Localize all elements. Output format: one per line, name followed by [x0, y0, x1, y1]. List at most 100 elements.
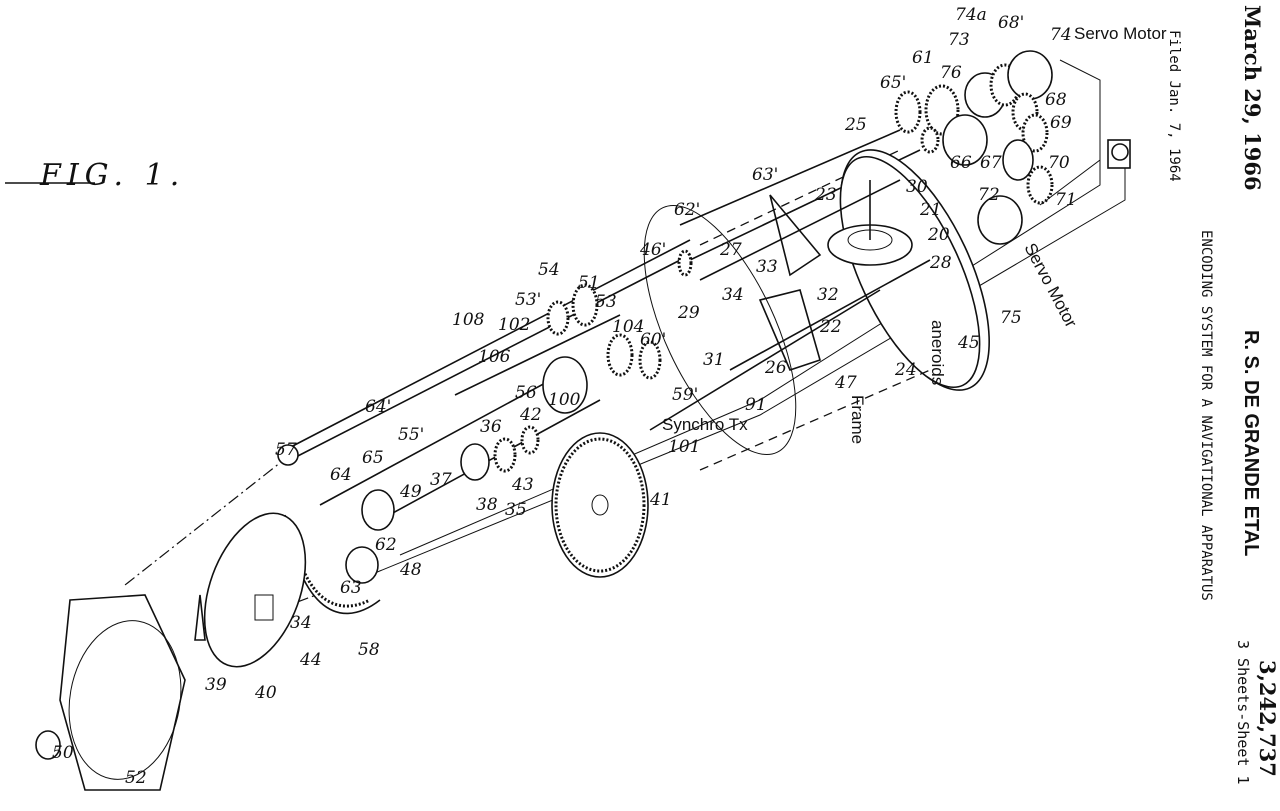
lower-mechanism	[35, 249, 693, 791]
ref-62p: 62'	[674, 200, 700, 220]
figure-label: FIG. 1.	[5, 158, 185, 193]
ref-34a: 34	[722, 285, 744, 305]
ref-27: 27	[719, 240, 742, 260]
ref-101: 101	[668, 437, 700, 457]
ref-56: 56	[515, 383, 537, 403]
sheet-count: 3 Sheets-Sheet 1	[1234, 640, 1252, 785]
ref-65: 65	[362, 448, 384, 468]
ref-60p: 60'	[640, 330, 666, 350]
ref-38: 38	[476, 495, 498, 515]
ref-25: 25	[844, 115, 867, 135]
ref-68: 68	[1045, 90, 1067, 110]
annotation-servo-motor-top: Servo Motor	[1074, 24, 1167, 43]
ref-48: 48	[399, 560, 422, 580]
ref-64: 64	[330, 465, 352, 485]
dial-40	[203, 512, 307, 668]
ref-53: 53	[595, 292, 617, 312]
annotation-frame: Frame	[848, 395, 867, 444]
ref-66: 66	[950, 153, 972, 173]
ref-91: 91	[745, 395, 767, 415]
main-cylinder	[643, 129, 990, 471]
bezel-52	[59, 594, 186, 791]
ref-63: 63	[340, 578, 362, 598]
ref-34b: 34	[290, 613, 312, 633]
motor-48	[345, 546, 379, 584]
ref-31: 31	[703, 350, 725, 370]
ref-46p: 46'	[639, 240, 666, 260]
reference-numerals: 74a 68' 74 73 61 76 65' 68 69 25 66 67 7…	[52, 5, 1077, 788]
ref-100: 100	[548, 390, 581, 410]
ref-47: 47	[834, 373, 857, 393]
ref-71: 71	[1055, 190, 1077, 210]
patent-title: ENCODING SYSTEM FOR A NAVIGATIONAL APPAR…	[1198, 230, 1214, 601]
annotation-synchro-tx: Synchro Tx	[662, 415, 748, 434]
ref-22: 22	[819, 317, 842, 337]
ref-39: 39	[205, 675, 227, 695]
figure-label-text: FIG. 1.	[39, 158, 185, 193]
ref-20: 20	[927, 225, 950, 245]
knob-50	[35, 730, 61, 760]
ref-57: 57	[275, 440, 297, 460]
ref-51: 51	[578, 273, 600, 293]
motor-49	[361, 489, 395, 531]
ref-62: 62	[375, 535, 397, 555]
ref-36: 36	[480, 417, 502, 437]
annotation-servo-motor-side: Servo Motor	[1020, 240, 1080, 331]
ref-108: 108	[452, 310, 485, 330]
ref-37: 37	[430, 470, 452, 490]
shafts	[284, 239, 691, 521]
ref-24: 24	[894, 360, 917, 380]
ref-54: 54	[538, 260, 560, 280]
ref-45: 45	[957, 333, 980, 353]
pointer-39	[194, 594, 206, 641]
ref-42: 42	[519, 405, 542, 425]
ref-44: 44	[299, 650, 322, 670]
ref-65p: 65'	[880, 73, 906, 93]
ref-102: 102	[498, 315, 530, 335]
synchro-100	[542, 356, 588, 414]
ref-59p: 59'	[672, 385, 698, 405]
ref-43: 43	[511, 475, 534, 495]
ref-64p: 64'	[365, 397, 391, 417]
ref-61: 61	[912, 48, 934, 68]
ref-33: 33	[756, 257, 778, 277]
ref-52: 52	[125, 768, 147, 788]
ref-29: 29	[677, 303, 700, 323]
ref-35: 35	[505, 500, 527, 520]
ref-72: 72	[978, 185, 1000, 205]
ref-76: 76	[940, 63, 962, 83]
ref-55p: 55'	[398, 425, 424, 445]
ref-67: 67	[980, 153, 1002, 173]
ref-70: 70	[1048, 153, 1070, 173]
ref-28: 28	[929, 253, 952, 273]
ref-41: 41	[649, 490, 672, 510]
ref-58: 58	[358, 640, 380, 660]
ref-74: 74	[1050, 25, 1072, 45]
patent-header: March 29, 1966 R. S. DE GRANDE ETAL 3,24…	[1166, 5, 1280, 785]
ref-69: 69	[1050, 113, 1072, 133]
servo-motor-72	[977, 195, 1023, 245]
ref-50: 50	[52, 743, 74, 763]
filed-date: Filed Jan. 7, 1964	[1166, 30, 1182, 182]
ref-104: 104	[612, 317, 644, 337]
ref-21: 21	[919, 200, 942, 220]
ref-23: 23	[814, 185, 837, 205]
patent-date: March 29, 1966	[1240, 5, 1265, 191]
ref-106: 106	[478, 347, 511, 367]
ref-26: 26	[764, 358, 787, 378]
ref-63p: 63'	[752, 165, 778, 185]
ref-49: 49	[399, 482, 422, 502]
ref-74a: 74a	[955, 5, 987, 25]
ref-73: 73	[948, 30, 970, 50]
ref-75: 75	[1000, 308, 1022, 328]
ref-30: 30	[906, 177, 928, 197]
patent-number: 3,242,737	[1255, 660, 1280, 777]
inventor-name: R. S. DE GRANDE ETAL	[1240, 330, 1262, 556]
gear-train	[894, 50, 1131, 245]
annotation-aneroids: aneroids	[928, 320, 947, 385]
ref-32: 32	[817, 285, 839, 305]
ref-40: 40	[254, 683, 277, 703]
ref-68p: 68'	[998, 13, 1024, 33]
